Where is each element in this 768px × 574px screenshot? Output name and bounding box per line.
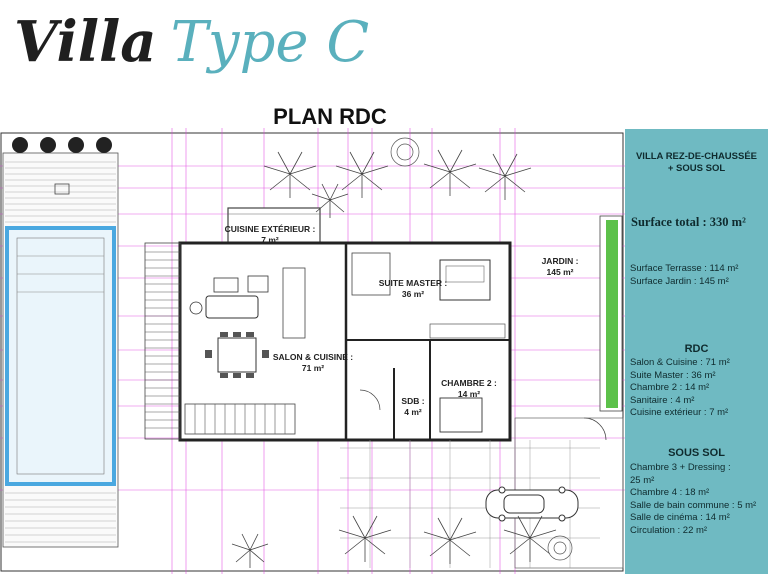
room-suite-master: SUITE MASTER :36 m² — [368, 278, 458, 300]
sous-sol-line: Salle de bain commune : 5 m² — [630, 499, 757, 511]
sous-sol-list: Chambre 3 + Dressing : 25 m² Chambre 4 :… — [630, 462, 768, 537]
pool-steps — [17, 255, 104, 293]
sous-sol-line: Circulation : 22 m² — [630, 524, 708, 536]
room-name: SUITE MASTER : — [378, 278, 448, 288]
bed-chambre-2 — [439, 397, 483, 433]
interior-stairs — [184, 403, 296, 435]
room-name: CHAMBRE 2 : — [441, 378, 497, 388]
side-stairs — [144, 242, 181, 440]
dining-table — [217, 337, 257, 373]
sous-sol-line: Chambre 3 + Dressing : — [630, 462, 731, 473]
surfaces-list: Surface Terrasse : 114 m² Surface Jardin… — [630, 263, 768, 288]
room-area: 7 m² — [261, 235, 279, 245]
rdc-line: Suite Master : 36 m² — [630, 369, 716, 381]
master-bath — [351, 252, 391, 296]
title-part2: Type C — [170, 10, 370, 75]
floor-plan — [0, 128, 625, 574]
palm-trees — [231, 149, 557, 568]
rdc-title: RDC — [684, 343, 709, 355]
surface-total: Surface total : 330 m² — [631, 215, 746, 229]
rdc-line: Cuisine extérieur : 7 m² — [630, 407, 729, 418]
rdc-line: Sanitaire : 4 m² — [630, 394, 695, 406]
panel-heading: VILLA REZ-DE-CHAUSSÉE + SOUS SOL — [625, 151, 768, 175]
surface-line: Surface Jardin : 145 m² — [630, 275, 729, 287]
room-cuisine-exterieur: CUISINE EXTÉRIEUR :7 m² — [215, 224, 325, 246]
master-bed — [439, 259, 491, 301]
hedge-trees — [12, 137, 112, 153]
room-chambre-2: CHAMBRE 2 :14 m² — [436, 378, 502, 400]
surface-line: Surface Terrasse : 114 m² — [630, 263, 739, 274]
sofa — [205, 295, 259, 319]
wardrobe — [429, 323, 506, 339]
title-part1: Villa — [14, 9, 157, 75]
hedge-strip — [606, 220, 618, 408]
kitchen-counter — [282, 267, 306, 339]
room-name: JARDIN : — [541, 256, 579, 266]
room-jardin: JARDIN :145 m² — [530, 256, 590, 278]
sous-sol-title: SOUS SOL — [668, 447, 725, 459]
room-area: 71 m² — [301, 363, 325, 373]
sous-sol-line: Salle de cinéma : 14 m² — [630, 512, 730, 523]
room-name: SDB : — [401, 396, 425, 406]
room-sdb: SDB :4 m² — [395, 396, 431, 418]
info-panel: VILLA REZ-DE-CHAUSSÉE + SOUS SOL Surface… — [625, 129, 768, 574]
room-area: 14 m² — [457, 389, 481, 399]
room-name: CUISINE EXTÉRIEUR : — [224, 224, 316, 234]
sous-sol-line: 25 m² — [630, 474, 655, 486]
panel-heading-line: + SOUS SOL — [667, 163, 726, 174]
sous-sol-line: Chambre 4 : 18 m² — [630, 487, 710, 498]
panel-heading-line: VILLA REZ-DE-CHAUSSÉE — [635, 151, 758, 162]
deck-lines — [5, 161, 116, 543]
pool — [5, 226, 116, 486]
room-area: 4 m² — [404, 407, 422, 417]
deck-chair — [54, 183, 70, 195]
rdc-list: Salon & Cuisine : 71 m² Suite Master : 3… — [630, 357, 768, 420]
rdc-line: Salon & Cuisine : 71 m² — [630, 357, 730, 368]
room-area: 36 m² — [401, 289, 425, 299]
room-area: 145 m² — [546, 267, 574, 277]
car — [485, 486, 579, 522]
shrubs — [390, 137, 573, 561]
lot-boundary — [0, 132, 624, 572]
room-salon-cuisine: SALON & CUISINE :71 m² — [258, 352, 368, 374]
room-name: SALON & CUISINE : — [272, 352, 354, 362]
plan-title: PLAN RDC — [273, 104, 387, 129]
rdc-line: Chambre 2 : 14 m² — [630, 382, 710, 393]
